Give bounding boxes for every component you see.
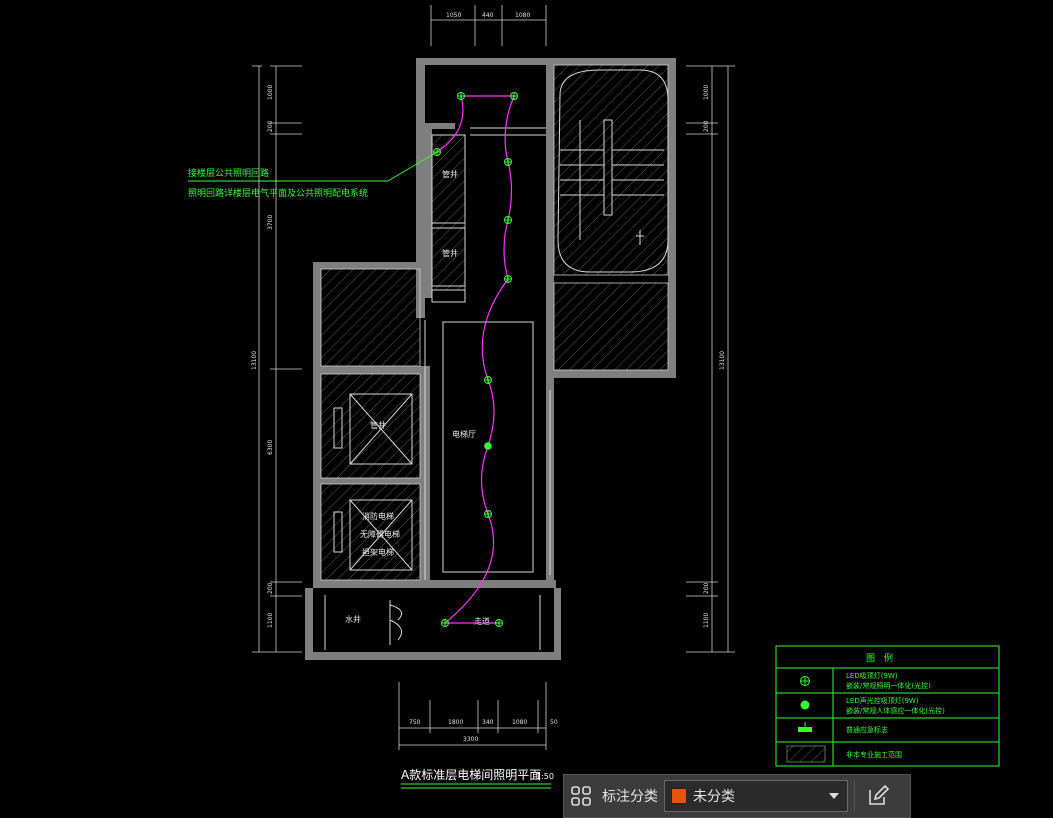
category-select[interactable]: 未分类 [664, 780, 848, 812]
dim-left-total: 13100 [251, 351, 258, 370]
room-labels: 电梯厅 管井 管井 管井 消防电梯 无障碍电梯 担架电梯 水井 走道 [345, 169, 490, 626]
dim-bottom-4: 1080 [512, 719, 527, 726]
dim-top-3: 1080 [515, 12, 530, 19]
legend-item-2-line2: 嵌装/常规人体感应一体化(光控) [846, 706, 945, 715]
legend-item-1-line2: 嵌装/常规照明一体化(光控) [846, 681, 931, 690]
dim-left-4: 6300 [267, 440, 274, 455]
room-corridor: 走道 [474, 616, 490, 626]
led-ceiling-light-icon [800, 676, 810, 686]
drawing-scale: 1:50 [536, 772, 554, 781]
toolbar-label: 标注分类 [602, 789, 658, 805]
room-well-lower: 管井 [442, 248, 458, 258]
legend-item-1-line1: LED吸顶灯(9W) [846, 671, 898, 680]
dim-right-2: 200 [703, 120, 710, 132]
led-ceiling-light-icon [457, 92, 465, 100]
led-sensor-light-icon [484, 442, 492, 450]
chevron-down-icon [829, 793, 839, 799]
dimension-right: 1000 200 200 1100 13100 [686, 65, 735, 653]
room-shaft: 管井 [370, 420, 386, 430]
led-sensor-light-icon [800, 700, 810, 710]
category-color-swatch [671, 788, 687, 804]
dim-top-1: 1050 [446, 12, 461, 19]
edit-icon[interactable] [861, 779, 895, 813]
dimension-top: 1050 440 1080 [430, 5, 547, 46]
dim-right-4: 1100 [703, 613, 710, 628]
legend-item-3-line1: 普通应急标志 [846, 725, 888, 734]
drawing-title-block: A款标准层电梯间照明平面 1:50 [401, 768, 554, 789]
dim-bottom-total: 3300 [463, 736, 478, 743]
dim-left-1: 1000 [267, 85, 274, 100]
drawing-title: A款标准层电梯间照明平面 [401, 768, 541, 782]
door-symbols [324, 595, 541, 650]
toolbar-separator [854, 781, 855, 811]
room-water: 水井 [345, 614, 361, 624]
led-ceiling-light-icon [510, 92, 518, 100]
dim-left-5: 200 [267, 582, 274, 594]
elevator-hall-outline [333, 127, 551, 580]
legend-table: 图 例 LED吸顶灯(9W) 嵌装/常规照明一体化(光控) LED声光控吸顶灯(… [775, 645, 1000, 767]
dim-bottom-2: 1800 [448, 719, 463, 726]
hatched-areas [320, 64, 669, 581]
dim-top-2: 440 [482, 12, 494, 19]
dim-right-3: 200 [703, 582, 710, 594]
hatch-icon [786, 745, 826, 763]
room-fire-elevator-line3: 担架电梯 [362, 547, 394, 557]
led-ceiling-light-icon [484, 510, 492, 518]
legend-item-4-line1: 非本专业施工范围 [846, 750, 902, 759]
stair-detail [557, 69, 669, 273]
legend-header: 图 例 [866, 652, 893, 664]
dim-bottom-3: 340 [482, 719, 494, 726]
dimension-bottom: 750 1800 340 1080 50 3300 [398, 682, 558, 750]
annotation-line1: 接楼层公共照明回路 [188, 167, 269, 179]
category-select-value: 未分类 [693, 789, 735, 805]
led-ceiling-light-icon [504, 275, 512, 283]
room-fire-elevator-line1: 消防电梯 [362, 511, 394, 521]
dimension-left: 1000 200 3700 6300 200 1100 13100 [251, 65, 302, 653]
dim-right-total: 13100 [719, 351, 726, 370]
dim-bottom-5: 50 [550, 719, 558, 726]
led-ceiling-light-icon [504, 158, 512, 166]
dim-left-3: 3700 [267, 215, 274, 230]
led-ceiling-light-icon [484, 376, 492, 384]
dim-left-2: 200 [267, 120, 274, 132]
led-ceiling-light-icon [504, 216, 512, 224]
annotation-toolbar: 标注分类 未分类 [563, 774, 911, 818]
grid-apps-icon[interactable] [564, 779, 598, 813]
dim-right-1: 1000 [703, 85, 710, 100]
room-well-upper: 管井 [442, 169, 458, 179]
dim-left-6: 1100 [267, 613, 274, 628]
led-ceiling-light-icon [441, 619, 449, 627]
legend-item-2-line1: LED声光控吸顶灯(9W) [846, 696, 919, 705]
circuit-annotation: 接楼层公共照明回路 照明回路详楼层电气平面及公共照明配电系统 [188, 151, 438, 199]
lamp-symbols [433, 92, 518, 627]
emergency-light-icon [798, 722, 812, 732]
annotation-line2: 照明回路详楼层电气平面及公共照明配电系统 [188, 187, 368, 199]
led-ceiling-light-icon [495, 619, 503, 627]
dim-bottom-1: 750 [409, 719, 421, 726]
room-fire-elevator-line2: 无障碍电梯 [360, 529, 400, 539]
room-elevator-hall: 电梯厅 [452, 429, 476, 439]
